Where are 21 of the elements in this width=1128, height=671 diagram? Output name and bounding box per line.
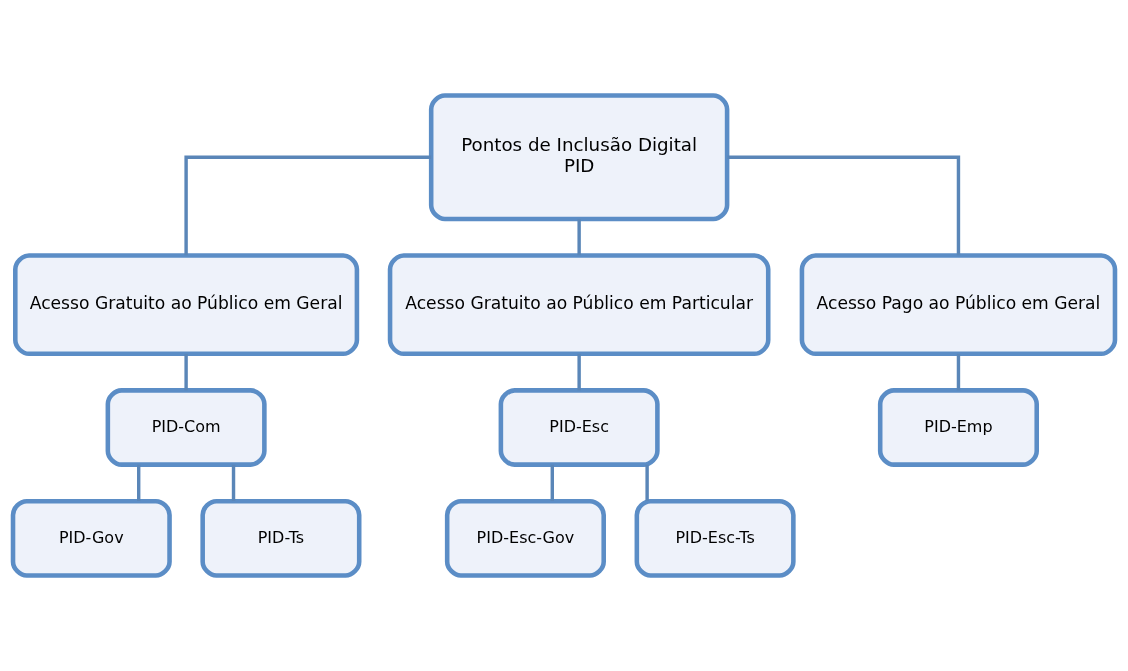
connector — [550, 464, 554, 501]
connector — [184, 155, 432, 256]
connector — [645, 464, 649, 501]
node-box: Pontos de Inclusão Digital PID — [428, 93, 730, 222]
node-box: PID-Esc-Gov — [444, 498, 606, 578]
node-box: PID-Emp — [877, 388, 1039, 467]
connector — [577, 353, 581, 391]
connector — [184, 353, 188, 391]
node-box: Acesso Pago ao Público em Geral — [799, 253, 1118, 357]
node-box: PID-Esc — [498, 388, 660, 467]
connector — [577, 219, 581, 256]
node-box: PID-Gov — [10, 498, 172, 578]
connector — [137, 464, 141, 501]
node-box: PID-Esc-Ts — [634, 498, 796, 578]
node-box: PID-Ts — [200, 498, 362, 578]
connector — [956, 353, 961, 391]
connector — [727, 155, 961, 256]
node-box: PID-Com — [105, 388, 267, 467]
connector — [231, 464, 236, 501]
node-box: Acesso Gratuito ao Público em Particular — [387, 253, 771, 357]
node-box: Acesso Gratuito ao Público em Geral — [13, 253, 360, 357]
